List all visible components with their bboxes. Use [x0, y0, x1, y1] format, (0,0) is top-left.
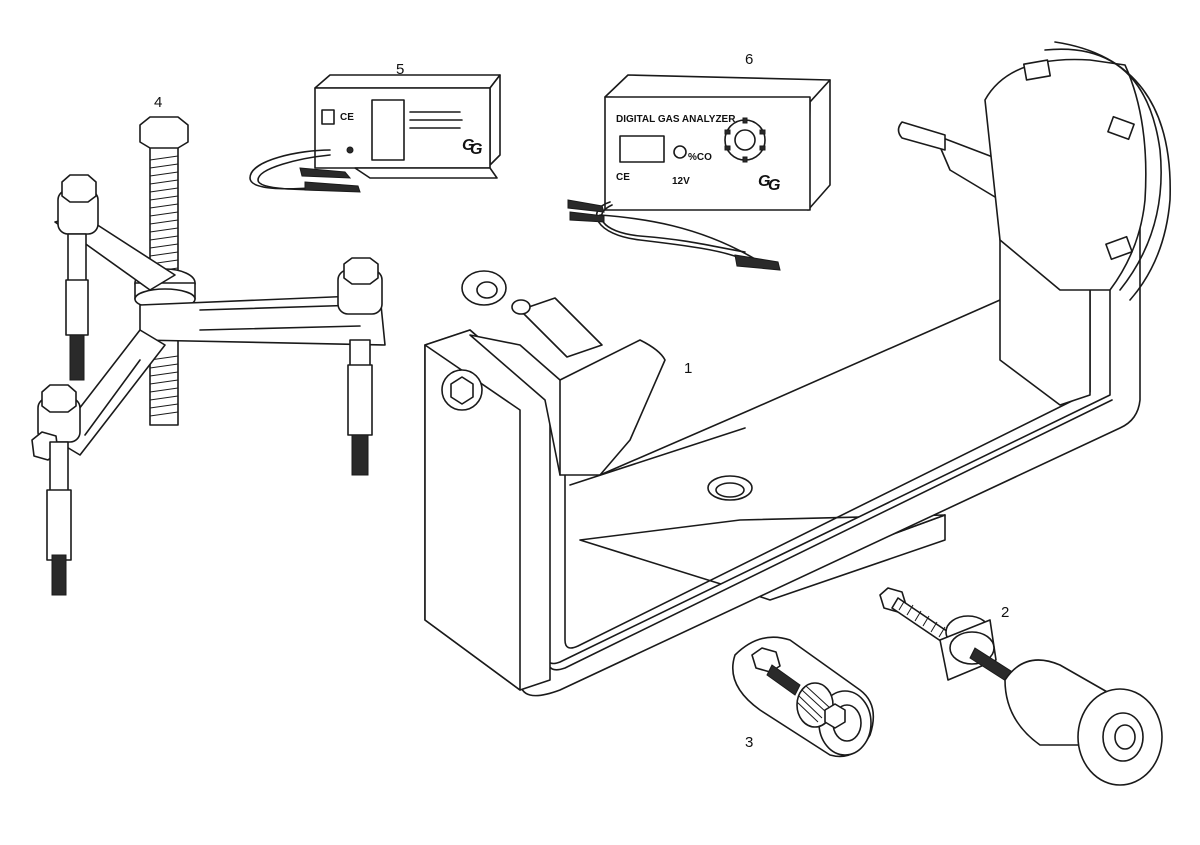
- puller-screw-threads: [149, 155, 179, 417]
- puller-arm-right-slot: [199, 304, 361, 331]
- tester-cable-1: [249, 149, 341, 190]
- analyzer-clip-2: [569, 211, 605, 223]
- analyzer-side: [807, 79, 831, 211]
- tester-box-logo: G G: [462, 137, 482, 158]
- slide-puller-cup-inner: [1102, 712, 1144, 762]
- fixture-frame-channel: [564, 149, 1091, 649]
- puller-leg-rear-nut: [61, 174, 97, 203]
- callout-1: 1: [684, 360, 692, 377]
- three-leg-puller: [31, 116, 386, 596]
- slide-puller-cup-bore: [1114, 724, 1136, 750]
- puller-leg-right-sleeve: [347, 364, 373, 436]
- tester-box-side: [489, 74, 501, 166]
- fixture-pin: [519, 297, 603, 358]
- fixture-center-hole-inner: [715, 482, 745, 498]
- analyzer-knob: [734, 129, 756, 151]
- tester-box-window: [321, 109, 335, 125]
- callout-2: 2: [1001, 604, 1009, 621]
- puller-leg-right-nut: [343, 257, 379, 285]
- analyzer-button: [673, 145, 687, 159]
- analyzer-knob-ticks: [724, 117, 766, 163]
- svg-text:G: G: [462, 137, 474, 154]
- tester-box-display-panel: [371, 99, 405, 161]
- fixture-flange-plate-rim-2: [1054, 41, 1171, 301]
- tester-box-label-lines: [409, 111, 463, 129]
- tester-clip-2: [304, 181, 361, 193]
- puller-leg-rear-tip: [69, 334, 85, 381]
- callout-4: 4: [154, 94, 162, 111]
- gas-analyzer: DIGITAL GAS ANALYZER %CO CE 12V G G: [567, 74, 831, 271]
- tester-box-base: [354, 167, 498, 179]
- puller-hex-head: [139, 116, 189, 149]
- fixture-bed-rail: [599, 299, 1001, 476]
- tester-box-knob: [346, 146, 354, 154]
- slide-puller: [879, 587, 1163, 786]
- callout-3: 3: [745, 734, 753, 751]
- analyzer-display: [619, 135, 665, 163]
- analyzer-ce-mark: CE: [616, 172, 630, 183]
- analyzer-cable-3: [599, 214, 761, 263]
- tester-clip-1: [299, 167, 352, 179]
- analyzer-clip-3: [734, 254, 781, 271]
- callout-5: 5: [396, 61, 404, 78]
- adapter-coupling: [731, 636, 875, 758]
- puller-leg-right-tip: [351, 434, 369, 476]
- analyzer-logo: G G: [758, 173, 780, 194]
- fixture-nut-hole: [476, 281, 498, 299]
- fixture-flange-plate-rim: [1044, 48, 1162, 291]
- analyzer-title: DIGITAL GAS ANALYZER: [616, 114, 736, 125]
- analyzer-readout-unit: %CO: [688, 152, 712, 163]
- fixture-flange-tab-1: [1107, 115, 1135, 141]
- analyzer-power-label: 12V: [672, 176, 690, 187]
- fixture-hex-socket-inner: [450, 376, 474, 405]
- fixture-pin-head: [511, 299, 531, 315]
- puller-arm-left-slot: [84, 359, 141, 436]
- svg-text:G: G: [768, 177, 780, 194]
- svg-text:G: G: [758, 173, 770, 190]
- fixture-flange-tab-3: [1022, 59, 1052, 81]
- analyzer-cable-1: [596, 201, 741, 259]
- puller-leg-front-tip: [51, 554, 67, 596]
- puller-leg-rear-sleeve: [65, 279, 89, 336]
- callout-labels: 1 2 3 4 5 6: [154, 51, 1009, 751]
- adapter-threads: [796, 685, 831, 723]
- puller-arm-left: [54, 329, 166, 456]
- holding-fixture: [116, 41, 1171, 697]
- svg-text:G: G: [470, 141, 482, 158]
- callout-6: 6: [745, 51, 753, 68]
- slide-puller-rod-threads: [898, 599, 946, 638]
- adapter-inner-nut: [824, 703, 846, 729]
- fixture-flange-tab-2: [1105, 235, 1133, 261]
- fixture-bed-rail-2: [569, 427, 746, 486]
- tester-box: CE G G: [249, 74, 501, 193]
- adapter-stud: [766, 664, 801, 696]
- puller-leg-front-sleeve: [46, 489, 72, 561]
- fixture-hose-inner: [116, 531, 444, 664]
- analyzer-clip-1: [567, 199, 605, 213]
- tester-box-ce-mark: CE: [340, 112, 354, 123]
- fixture-rear-handle: [897, 121, 946, 151]
- puller-arm-right: [139, 294, 386, 346]
- fixture-front-face: [424, 344, 521, 691]
- tester-box-top: [314, 74, 501, 89]
- puller-leg-front-nut: [41, 384, 77, 413]
